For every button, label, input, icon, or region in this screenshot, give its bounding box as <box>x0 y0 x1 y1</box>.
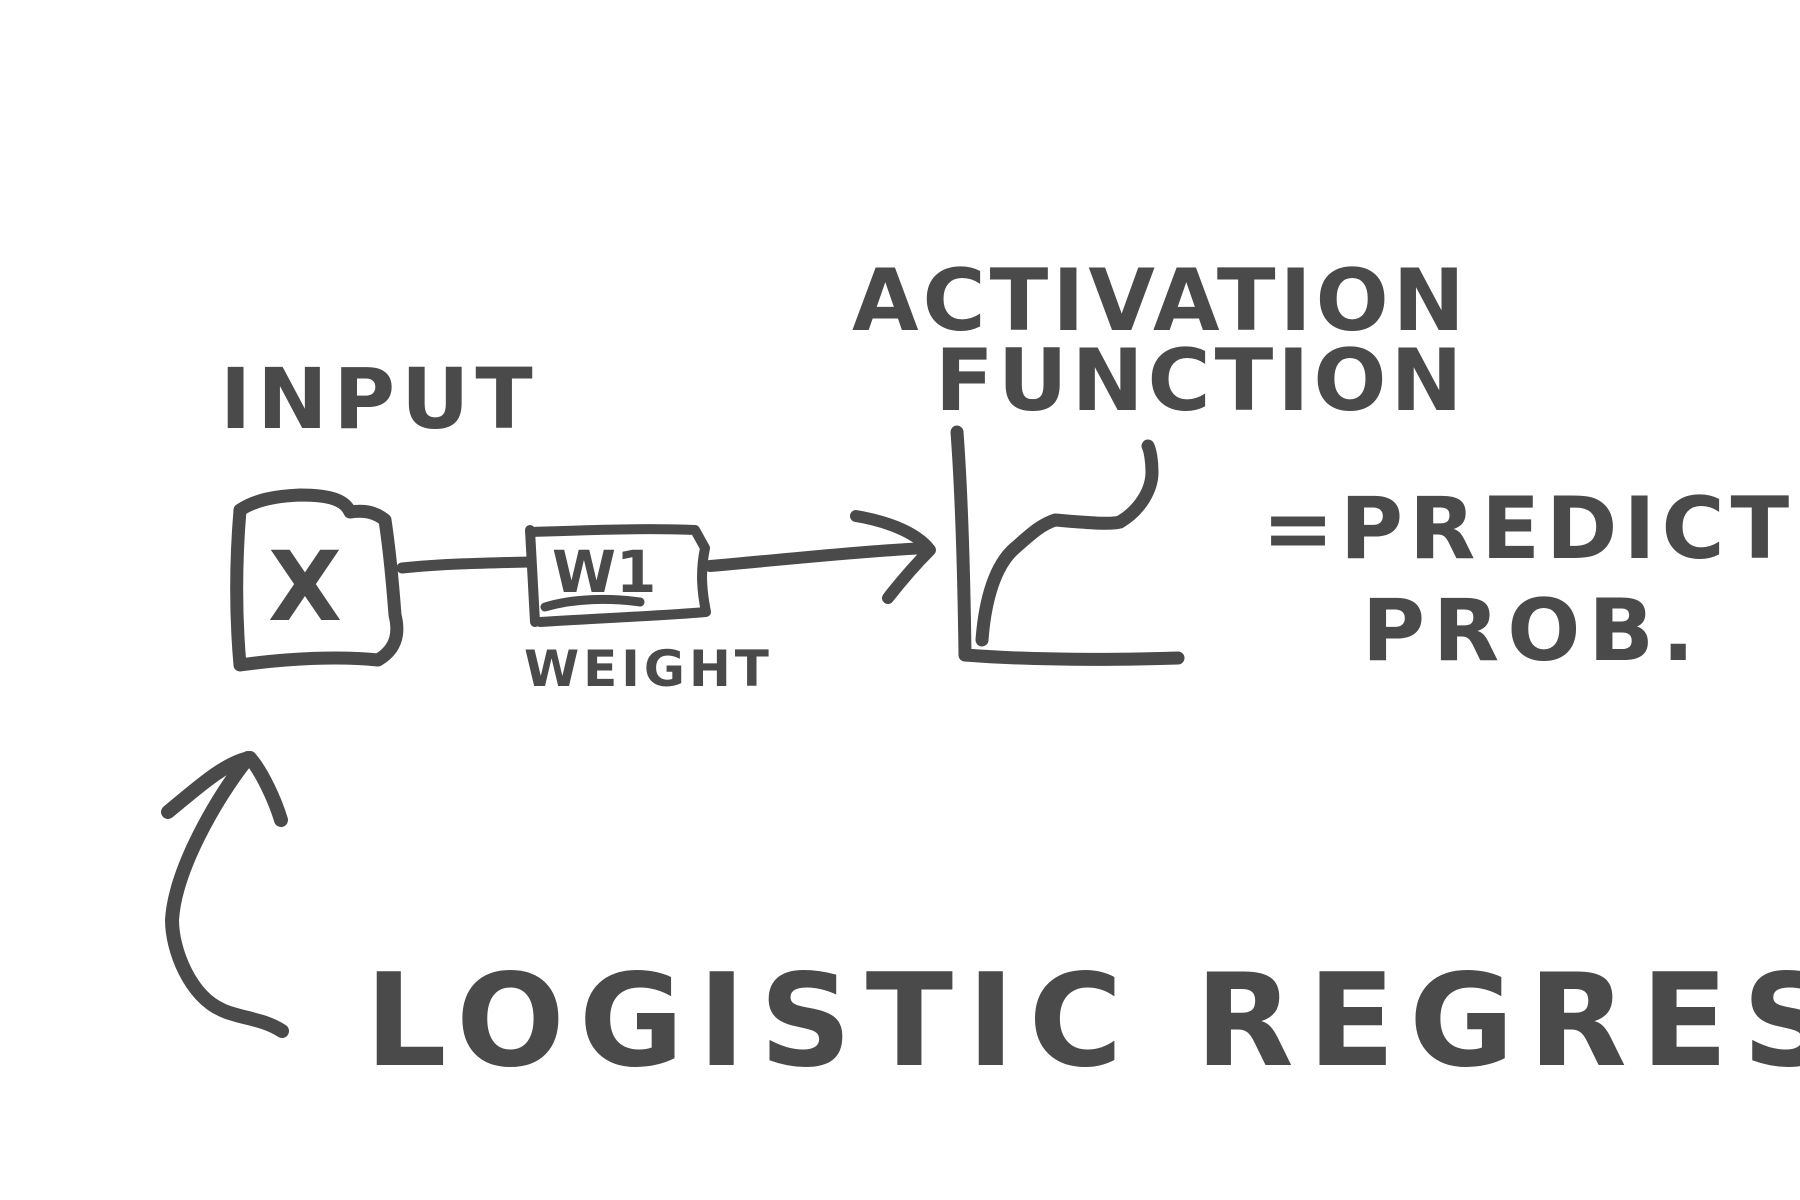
output-line2: PROB. <box>1362 581 1703 681</box>
diagram-title: LOGISTIC REGRESSION <box>365 947 1800 1096</box>
weight-underline <box>540 594 645 612</box>
input-symbol: X <box>268 531 342 643</box>
weight-label: WEIGHT <box>524 640 773 698</box>
weight-symbol: W1 <box>552 538 656 606</box>
weight-to-activation-arrow-shaft <box>704 542 931 572</box>
sigmoid-curve <box>975 439 1159 647</box>
weight-to-activation-arrow-head <box>850 510 936 604</box>
title-to-input-arrow-shaft <box>165 751 289 1038</box>
input-box <box>230 488 404 672</box>
activation-label-line2: FUNCTION <box>935 331 1466 431</box>
output-line1: =PREDICTED <box>1262 479 1800 579</box>
activation-label-line1: ACTIVATION <box>852 251 1469 351</box>
input-to-weight-line <box>396 556 536 574</box>
activation-axes <box>950 425 1185 666</box>
title-to-input-arrow-head <box>161 751 288 827</box>
input-label: INPUT <box>220 350 539 448</box>
weight-box <box>525 524 711 627</box>
